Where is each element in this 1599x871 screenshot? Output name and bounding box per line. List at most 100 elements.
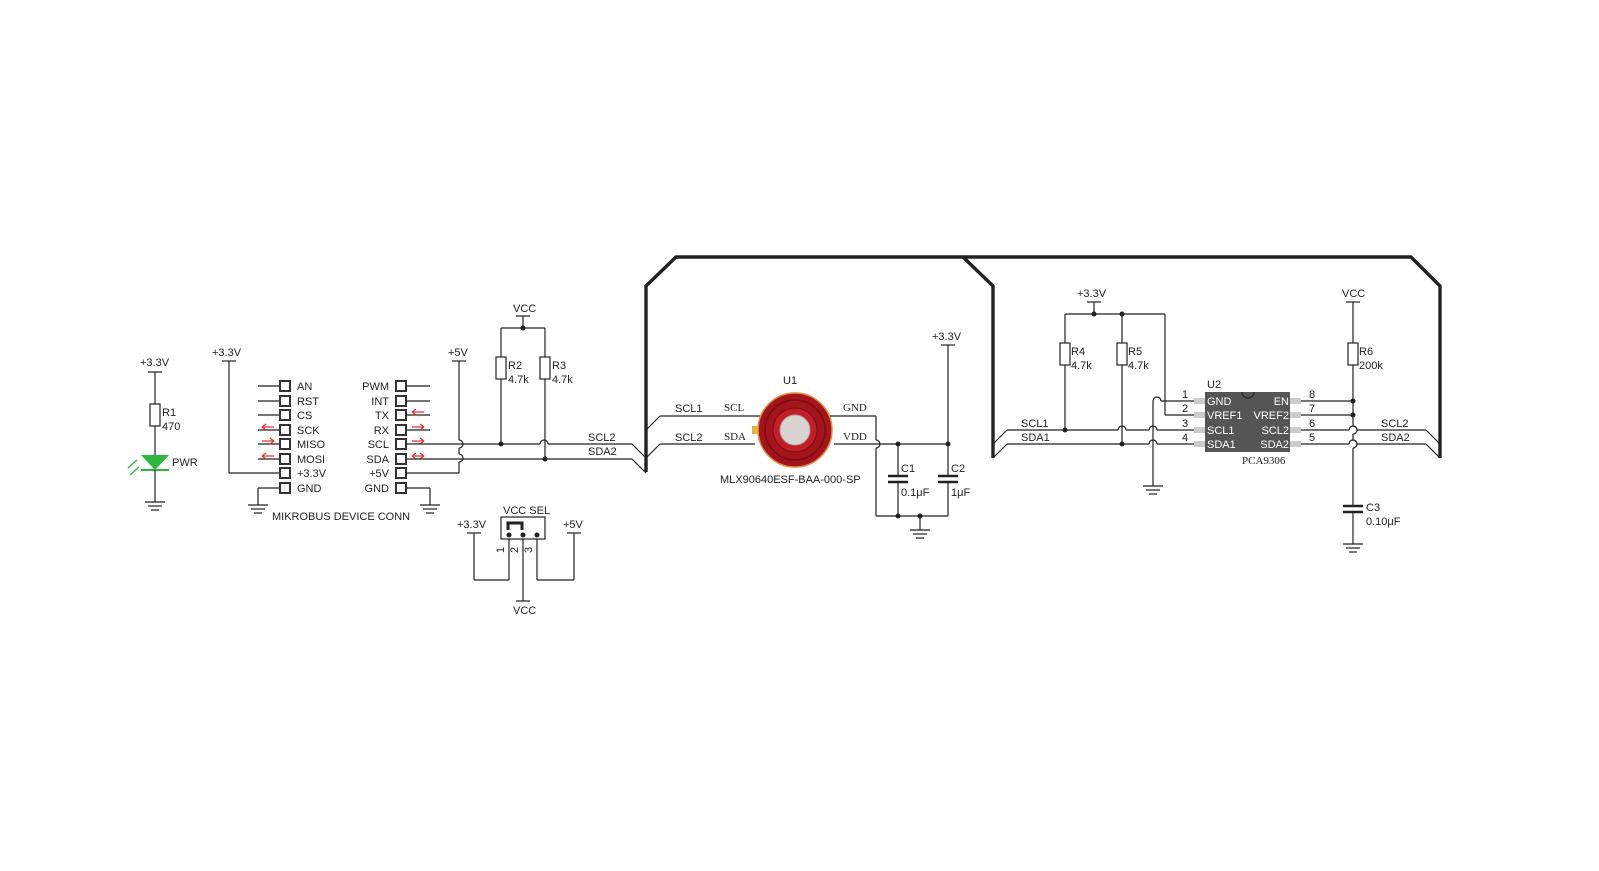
r6-ref: R6 [1359,346,1373,358]
ic-notch-icon [1241,391,1255,399]
u2-part: PCA9306 [1242,455,1286,467]
u2-pin-scl1: SCL1 [1207,425,1235,437]
vcc-label-r2r3: VCC [513,303,536,315]
mikrobus-pin-rx: RX [374,425,390,437]
u2-pin2-num: 2 [1182,403,1188,415]
u2-pin3-num: 3 [1182,418,1188,430]
u2-ref: U2 [1207,379,1221,391]
ground-icon [247,504,269,514]
u1-pin-gnd: GND [843,402,867,414]
r6-value: 200k [1359,360,1383,372]
mikrobus-pin-scl: SCL [368,439,389,451]
r4r5-v33-label: +3.3V [1077,288,1107,300]
mikrobus-v33-label: +3.3V [212,347,242,359]
c2-value: 1μF [951,487,970,499]
vcc-sel-title: VCC SEL [503,505,550,517]
sensor-tab-icon [752,426,758,434]
jumper-pin-1: 1 [495,547,507,553]
mikrobus-pin-an: AN [297,381,312,393]
mikrobus-pin-cs: CS [297,410,312,422]
ground-icon [1342,543,1364,553]
thermal-sensor-u1: SCL1 SCL2 SCL SDA GND VDD U1 MLX90640ESF… [645,375,951,516]
u2-pin-sda1: SDA1 [1207,439,1236,451]
r4-resistor [1059,342,1071,366]
pullup-resistors-b: +3.3V R4 4.7k R5 4.7k [1059,288,1194,447]
u2-pin-scl2: SCL2 [1261,425,1289,437]
mikrobus-pin-sda: SDA [366,454,389,466]
r6-vcc-label: VCC [1342,288,1365,300]
r3-resistor [539,356,551,380]
mikrobus-pin-rst: RST [297,396,319,408]
r5-ref: R5 [1128,346,1142,358]
c1-value: 0.1μF [901,487,930,499]
sda1-net-label-right: SDA1 [1021,432,1050,444]
signal-direction-arrows-right [411,408,425,460]
r5-value: 4.7k [1128,360,1149,372]
v5-rail-label: +5V [448,347,469,359]
r1-resistor [149,403,161,427]
r1-ref: R1 [162,407,176,419]
mikrobus-pin-v5: +5V [369,468,390,480]
mikrobus-pin-sck: SCK [297,425,320,437]
u2-pin-gnd: GND [1207,396,1232,408]
jumper-pin-2: 2 [509,547,521,553]
decoupling-caps-a: +3.3V C1 0.1μF C2 1μF [876,331,970,539]
jumper-v5-label: +5V [563,519,584,531]
mikrobus-pin-miso: MISO [297,439,326,451]
r2-value: 4.7k [508,374,529,386]
r6-resistor [1347,342,1359,366]
pullup-resistors-a: VCC R2 4.7k R3 4.7k [495,303,573,462]
scl1-net-label-right: SCL1 [1021,418,1049,430]
mikrobus-pin-pwm: PWM [362,381,389,393]
r1-value: 470 [162,421,180,433]
ground-icon [144,501,166,511]
r5-resistor [1116,342,1128,366]
c1-ref: C1 [901,463,915,475]
bus-boundary [644,255,1442,472]
r4-value: 4.7k [1071,360,1092,372]
c3-ref: C3 [1366,502,1380,514]
u2-pin6-num: 6 [1309,418,1315,430]
r2-resistor [495,356,507,380]
signal-direction-arrows-left [261,423,275,460]
mikrobus-pin-mosi: MOSI [297,454,325,466]
power-led-circuit: +3.3V R1 470 PWR [127,357,198,511]
mikrobus-pin-v33: +3.3V [297,468,327,480]
mikrobus-pin-gnd-left: GND [297,483,322,495]
u2-ic-body [1205,392,1290,452]
u2-pin7-num: 7 [1309,403,1315,415]
u2-pin-vref1: VREF1 [1207,410,1242,422]
mikrobus-pin-int: INT [371,396,389,408]
scl2-net-label-right: SCL2 [1381,418,1409,430]
u2-pin8-num: 8 [1309,389,1315,401]
sensor-window-icon [779,414,811,446]
sda2-net-label-right: SDA2 [1381,432,1410,444]
scl2-net-label-left: SCL2 [588,432,616,444]
vcc-select-jumper: VCC SEL 1 2 3 +3.3V +5V VCC [457,505,584,617]
mikrobus-pin-tx: TX [375,410,390,422]
ground-icon [909,529,931,539]
r4-ref: R4 [1071,346,1085,358]
v33-rail-label: +3.3V [140,357,170,369]
scl2-net-label-sensor: SCL2 [675,432,703,444]
mikrobus-caption: MIKROBUS DEVICE CONN [272,511,410,523]
led-diode-icon [141,455,169,470]
ground-icon [419,504,441,514]
jumper-pin-3: 3 [523,547,535,553]
c2-ref: C2 [951,463,965,475]
u1-part: MLX90640ESF-BAA-000-SP [720,474,861,486]
u2-pin4-num: 4 [1182,432,1188,444]
enable-and-decoupling-b: VCC R6 200k C3 0.10μF [1342,288,1401,553]
i2c-lines-host: +5V SCL2 SDA2 [406,347,647,474]
ground-icon [1142,485,1164,495]
c2-v33-label: +3.3V [932,331,962,343]
level-translator-u2: U2 1 2 3 4 GND VREF1 SCL1 SDA1 EN VREF2 … [1142,379,1356,495]
r3-value: 4.7k [552,374,573,386]
led-label: PWR [172,457,198,469]
u2-pin-vref2: VREF2 [1254,410,1289,422]
u2-pin-en: EN [1274,396,1289,408]
u1-ref: U1 [783,375,797,387]
r2-ref: R2 [508,360,522,372]
u2-pin-sda2: SDA2 [1260,439,1289,451]
